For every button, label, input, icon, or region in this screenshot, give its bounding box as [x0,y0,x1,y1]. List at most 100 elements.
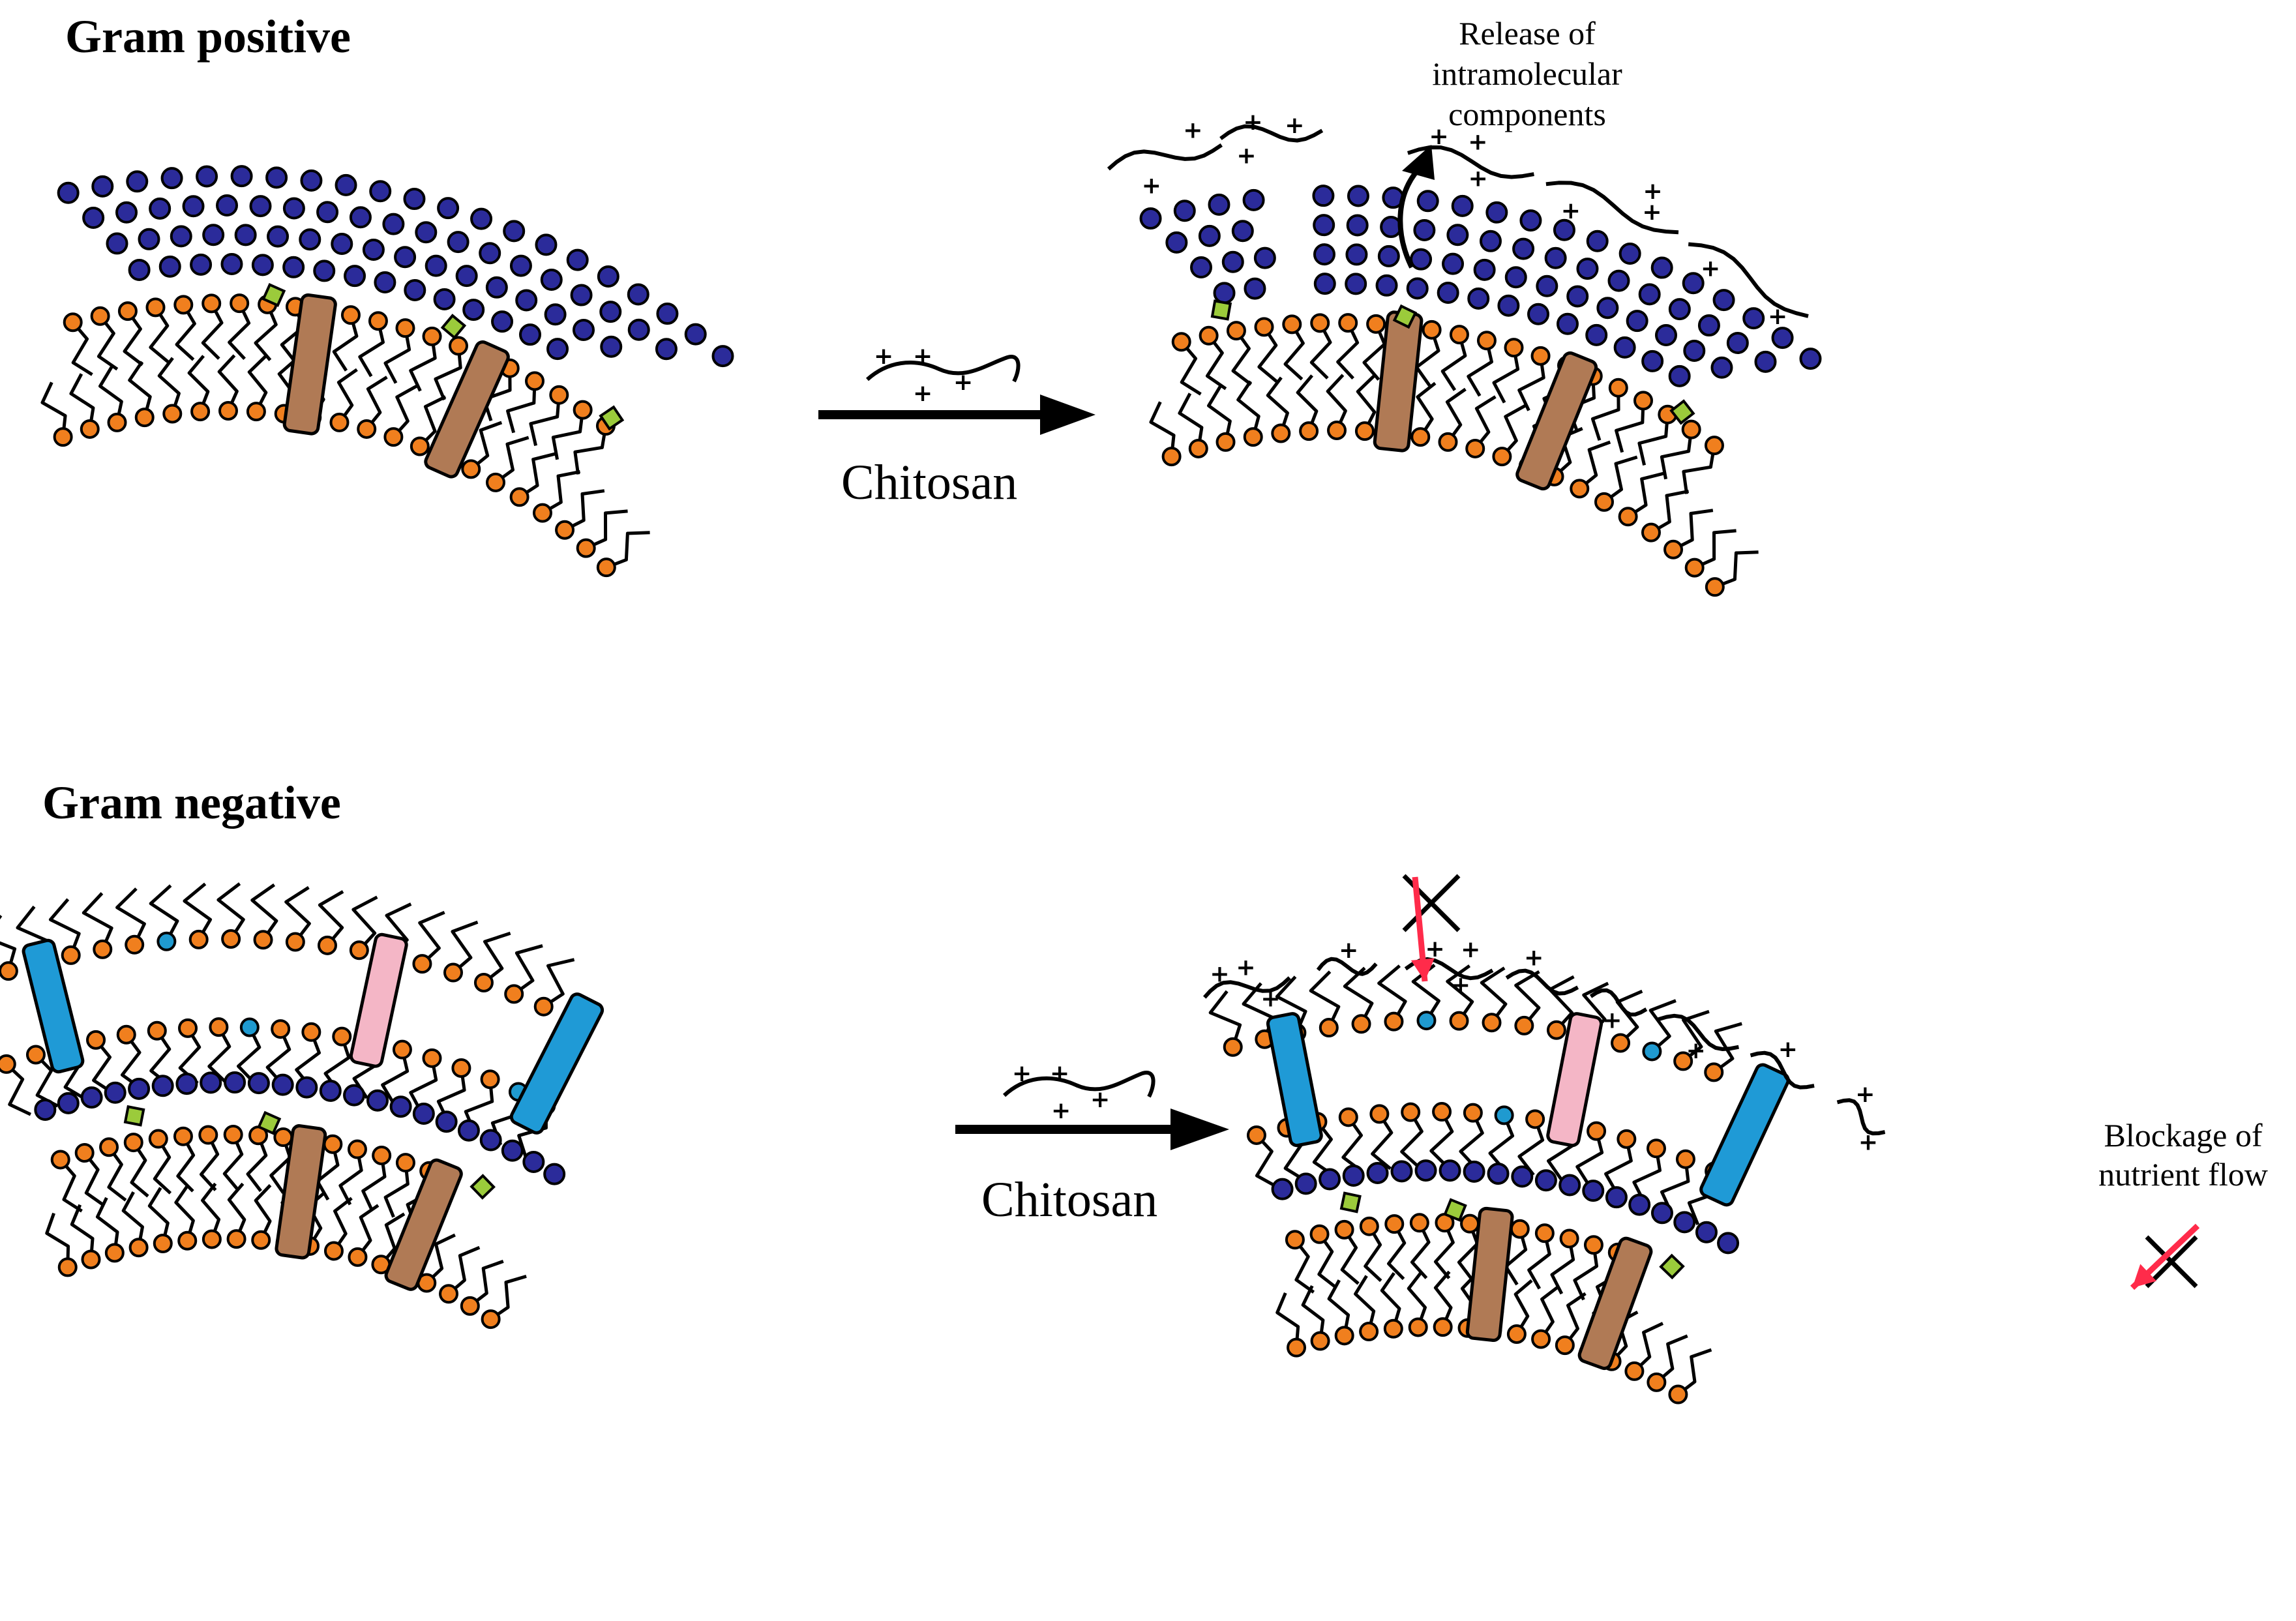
charge-plus: + [1425,936,1444,962]
lipid-tail [469,1260,504,1307]
lipid-head [125,934,145,955]
lipid-head [1215,432,1236,452]
peptidoglycan-bead [34,1098,57,1121]
membrane-protein [509,992,604,1135]
lipid-tail [529,394,561,447]
peptidoglycan-bead [412,1103,435,1125]
lipid-tail [1693,529,1737,569]
lipid-tail [1632,1148,1662,1204]
peptidoglycan-bead [1607,269,1630,292]
membrane-protein [275,1124,327,1260]
lipid-tail [1178,393,1204,449]
chitosan-chain [1202,976,1291,999]
peptidoglycan-bead [128,258,151,281]
lipid-tail [92,1039,114,1095]
lipid-head [201,1229,222,1249]
peptidoglycan-bead [1511,1165,1534,1188]
lipid-head [173,295,194,315]
peptidoglycan-bead [271,1073,294,1096]
peptidoglycan-bead [1342,1165,1365,1187]
lipid-tail [247,355,268,413]
lipid-tail [176,1135,196,1193]
lipid-head [1310,1331,1330,1351]
peptidoglycan-bead [1638,283,1661,306]
lipid-head [1354,421,1375,441]
gram-positive-untreated-wall [40,165,734,578]
lipid-tail [149,884,179,942]
peptidoglycan-bead [282,256,305,278]
lipid-head [504,984,524,1004]
peptidoglycan-bead [1613,336,1636,359]
charge-plus: + [1561,198,1581,224]
lipid-head [1327,421,1347,440]
peptidoglycan-bead [515,289,538,312]
lipid-head [1465,438,1485,458]
lipid-head [329,412,350,432]
membrane-protein [424,340,510,479]
peptidoglycan-bead [519,323,542,346]
peptidoglycan-bead [1497,294,1520,317]
lipid-head [1587,1121,1607,1141]
charge-plus: + [1461,936,1480,963]
peptidoglycan-bead [216,194,239,217]
lipid-tail [318,890,344,947]
lipid-head [443,962,463,983]
lipid-head [1668,1384,1688,1405]
lipid-head [57,1257,78,1277]
peptidoglycan-bead [1439,1159,1461,1182]
lipid-head [576,538,596,558]
peptidoglycan-bead [115,201,138,224]
peptidoglycan-bead [1253,246,1276,269]
peptidoglycan-bead [479,1129,502,1152]
lipid-tail [1433,1222,1455,1279]
lipid-head [1161,447,1182,467]
peptidoglycan-bead [485,276,508,299]
lipid-tail [217,354,239,412]
lipid-head [1633,391,1654,411]
peptidoglycan-bead [1406,277,1429,300]
chitosan-chain [1545,181,1679,235]
peptidoglycan-bead [295,1076,318,1099]
lipid-head [0,961,18,981]
peptidoglycan-bead [1596,297,1619,320]
lipid-tail [490,1274,527,1321]
peptidoglycan-bead [656,303,679,325]
lipid-head [198,1125,218,1145]
small-molecule [599,405,625,431]
peptidoglycan-bead [1582,1180,1605,1202]
peptidoglycan-bead [1319,1168,1341,1191]
lipid-tail [361,1155,387,1212]
lipid-tail [70,1204,95,1260]
lipid-head [117,301,138,321]
peptidoglycan-bead [1467,287,1490,310]
peptidoglycan-bead [1437,282,1459,305]
peptidoglycan-bead [1553,218,1575,241]
lipid-head [1188,438,1208,458]
peptidoglycan-bead [415,221,438,244]
peptidoglycan-bead [1414,1159,1437,1182]
lipid-tail [585,509,628,550]
peptidoglycan-bead [1519,209,1542,232]
lipid-tail [383,1162,410,1218]
membrane-protein [1515,351,1598,491]
lipid-head [1608,378,1628,398]
lipid-tail [332,314,359,372]
lipid-head [271,1019,291,1039]
lipid-tail [336,368,358,424]
charge-plus: + [1858,1129,1878,1156]
peptidoglycan-bead [106,232,128,255]
release-line-3: components [1448,96,1606,132]
peptidoglycan-bead [220,253,243,276]
lipid-tail [1467,340,1493,397]
peptidoglycan-bead [251,254,274,276]
lipid-tail [573,425,608,475]
lipid-tail [1231,329,1253,386]
lipid-head [1531,1329,1551,1349]
charge-plus: + [1050,1060,1069,1087]
lipid-head [104,1243,125,1263]
lipid-tail [1400,1111,1424,1169]
release-arrow-shaft [1397,168,1421,269]
arrow-head-icon [1170,1108,1229,1150]
peptidoglycan-bead [128,1077,151,1100]
peptidoglycan-bead [1173,200,1196,222]
